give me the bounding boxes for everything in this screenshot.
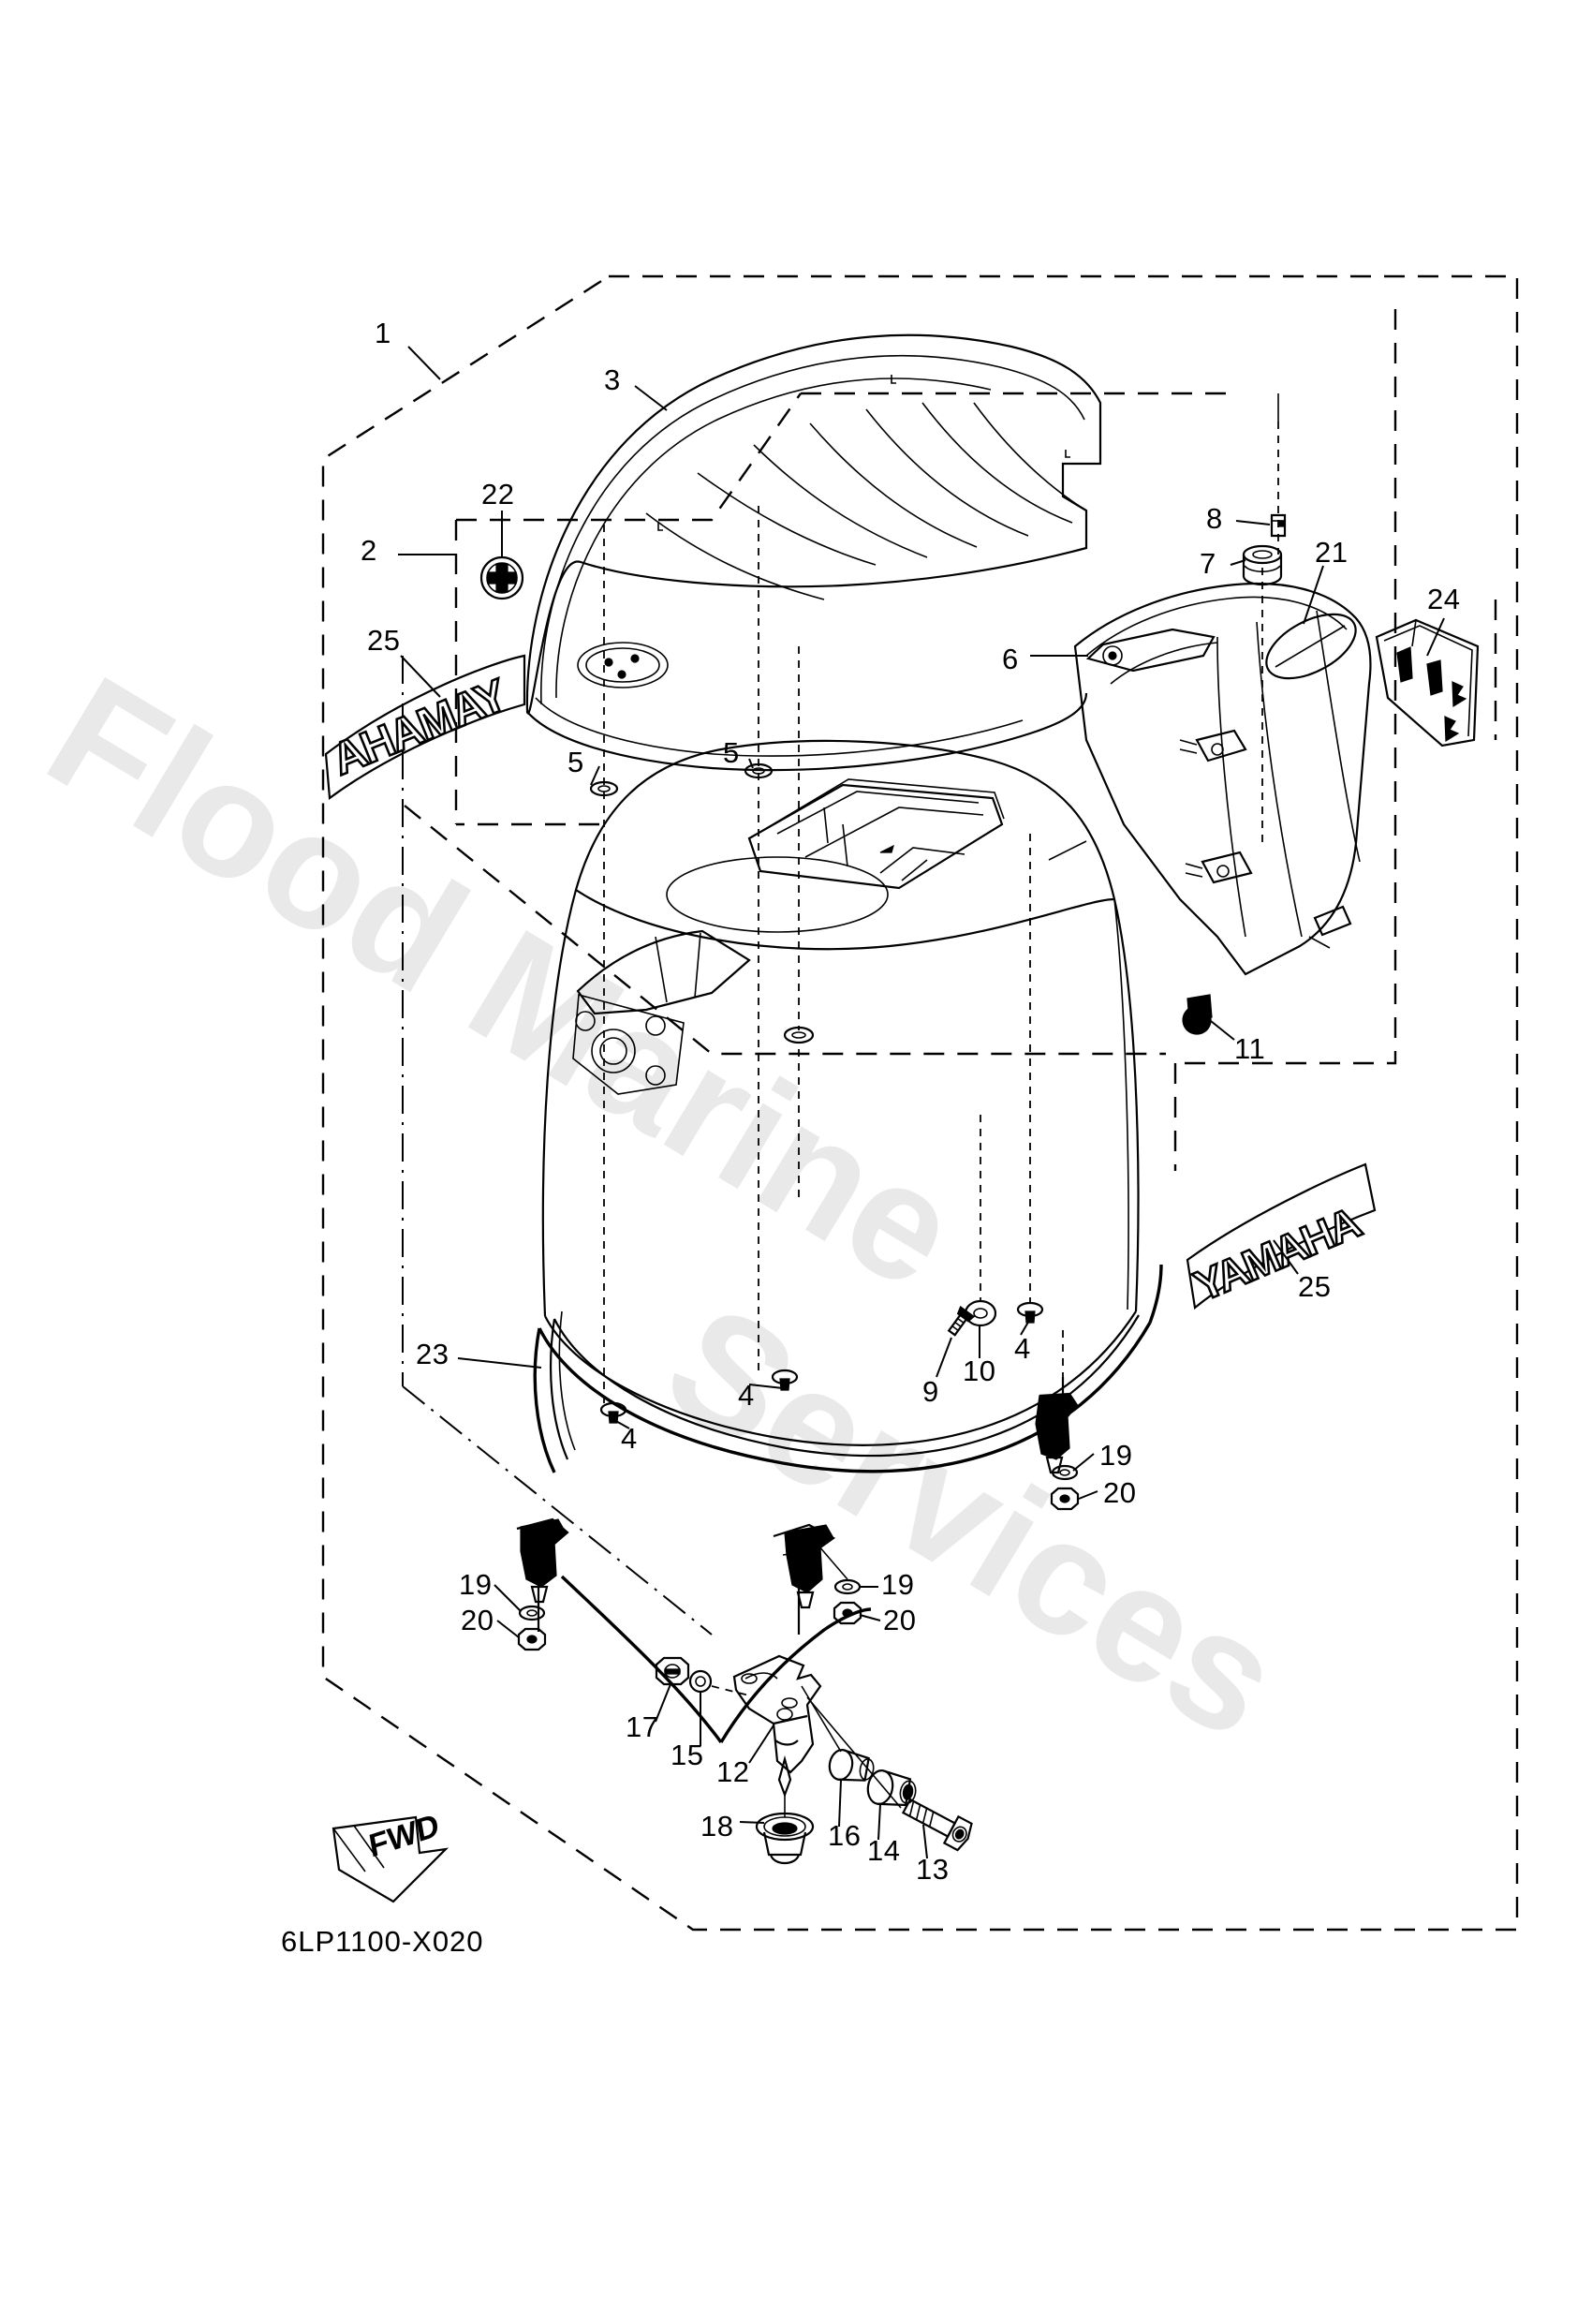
callout-20-center: 20 (883, 1604, 917, 1636)
callout-2: 2 (361, 534, 377, 567)
part-22-grommet (479, 555, 524, 600)
callout-23: 23 (416, 1338, 450, 1370)
callout-21: 21 (1315, 536, 1349, 569)
callout-14: 14 (867, 1834, 901, 1867)
part-25-decal-right: YAMAHA (1186, 1162, 1377, 1311)
callout-9: 9 (922, 1375, 939, 1408)
top-cowl-3 (525, 333, 1102, 772)
bracket-center (773, 1523, 862, 1625)
bracket-right (1035, 1392, 1080, 1511)
group-boundary-2 (454, 392, 1236, 826)
part-25-decal-left: AHAMAY (324, 654, 526, 801)
bottom-cowl-body (533, 739, 1163, 1473)
svg-text:YAMAHA: YAMAHA (1187, 1197, 1367, 1310)
bracket-left (516, 1517, 569, 1651)
side-cowl-6 (1073, 583, 1372, 976)
callout-5-b: 5 (723, 736, 740, 769)
callout-20-left: 20 (461, 1604, 494, 1636)
callout-10: 10 (963, 1354, 996, 1387)
fwd-arrow-marker: FWD (332, 1807, 450, 1903)
callout-7: 7 (1200, 547, 1216, 580)
callout-12: 12 (716, 1755, 750, 1788)
callout-1: 1 (375, 317, 391, 349)
callout-19-center: 19 (881, 1568, 915, 1601)
part-24-decal (1375, 618, 1480, 748)
group-boundary-right (1173, 309, 1497, 1171)
callout-15: 15 (671, 1739, 704, 1771)
callout-6: 6 (1002, 643, 1019, 675)
callout-16: 16 (828, 1819, 862, 1852)
fasteners-group (589, 762, 1044, 1424)
callout-13: 13 (916, 1853, 950, 1886)
diagram-part-number: 6LP1100-X020 (281, 1925, 484, 1958)
callout-18: 18 (700, 1810, 734, 1843)
callout-24: 24 (1427, 583, 1461, 615)
part-11-plug (1182, 994, 1213, 1035)
svg-text:Flood Marine: Flood Marine (19, 642, 987, 1324)
part-7-bushing (1242, 544, 1283, 586)
callout-22: 22 (481, 478, 515, 511)
assembly-axes (537, 393, 1279, 1635)
callout-17: 17 (626, 1710, 659, 1743)
watermark-group: Flood Marine Services (19, 642, 1309, 1773)
callout-3: 3 (604, 363, 621, 396)
group-boundary-decal (402, 656, 1166, 1636)
callout-19-left: 19 (459, 1568, 493, 1601)
part-21-oval (1265, 613, 1357, 680)
hose-line (560, 1575, 872, 1744)
callout-25-right: 25 (1298, 1270, 1332, 1303)
svg-text:FWD: FWD (366, 1807, 441, 1865)
leader-lines (398, 346, 1445, 1859)
callout-20-right: 20 (1103, 1476, 1137, 1509)
group-boundary-1 (321, 274, 1519, 1932)
callout-4-b: 4 (738, 1379, 755, 1412)
callout-8: 8 (1206, 502, 1223, 535)
callout-5-a: 5 (567, 746, 584, 778)
svg-text:Services: Services (637, 1269, 1309, 1773)
callout-4-a: 4 (1014, 1332, 1031, 1365)
callout-25-left: 25 (367, 624, 401, 657)
callout-11: 11 (1234, 1032, 1266, 1065)
svg-text:AHAMAY: AHAMAY (326, 670, 515, 785)
callout-19-right: 19 (1099, 1439, 1133, 1472)
callout-4-c: 4 (621, 1422, 638, 1455)
